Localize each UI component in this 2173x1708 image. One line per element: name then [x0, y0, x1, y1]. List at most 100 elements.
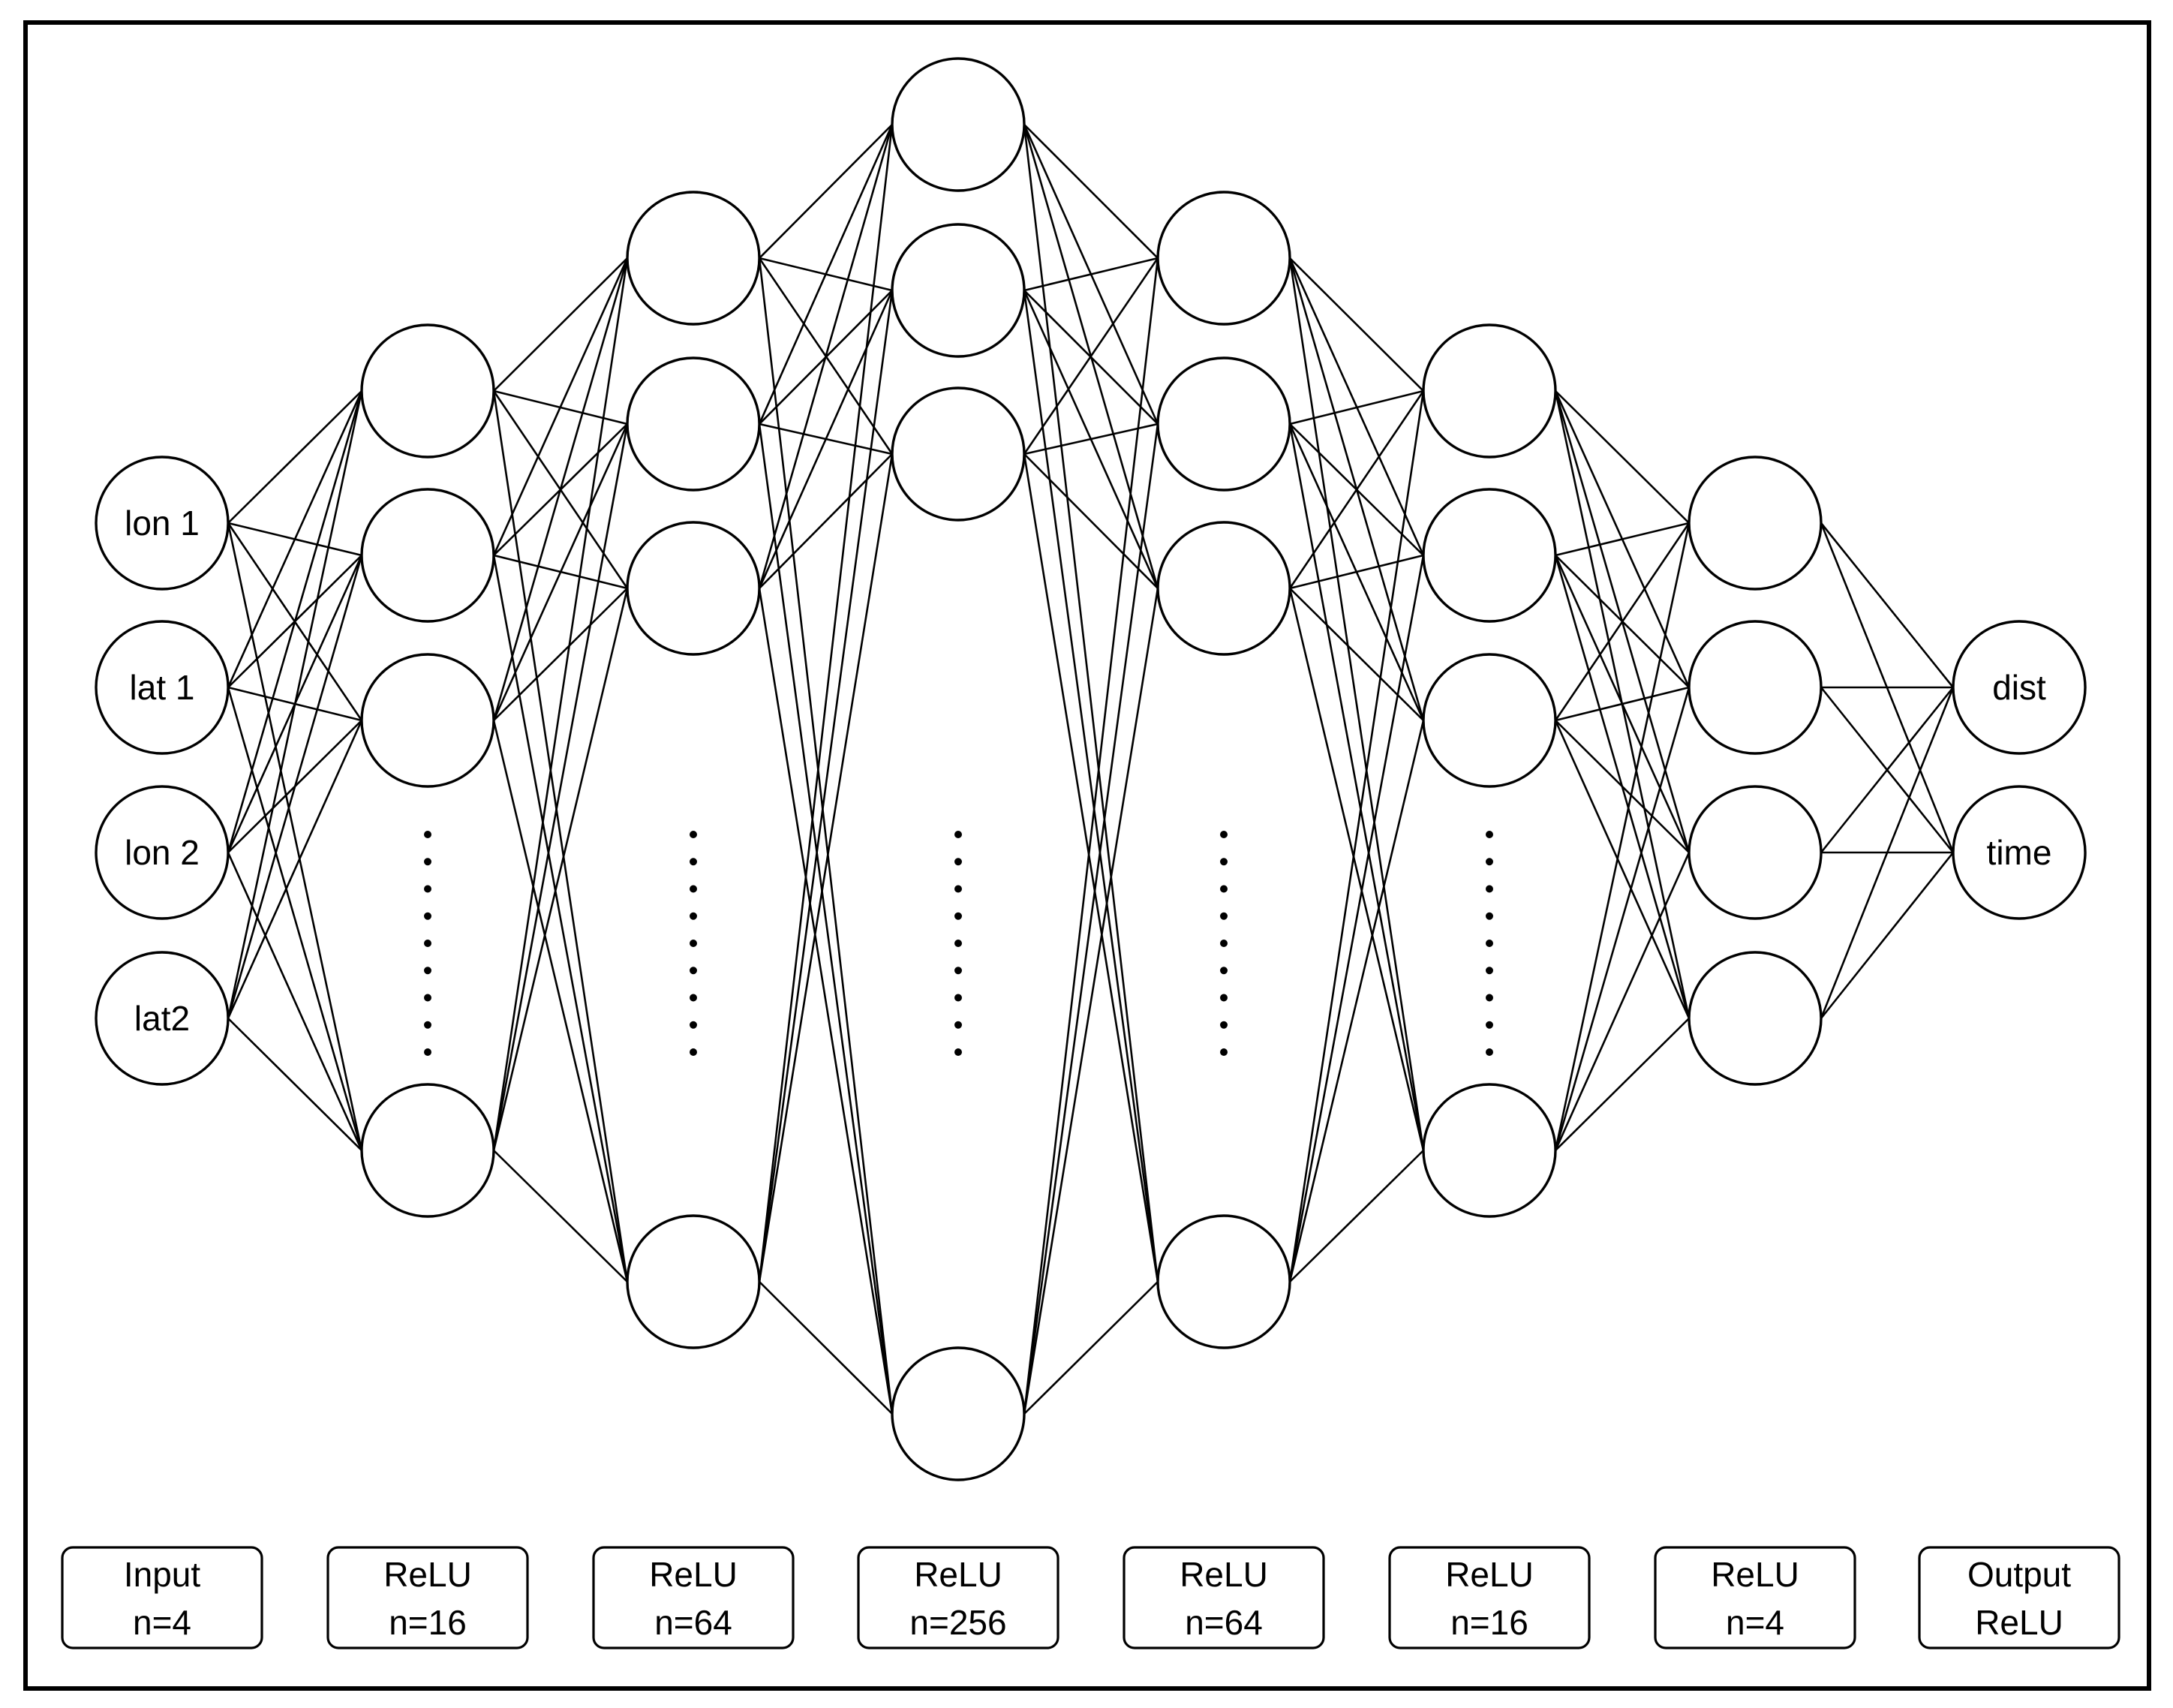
- edge-l5-n2-to-l6-n3: [1554, 720, 1691, 1019]
- layer-labels: Inputn=4ReLUn=16ReLUn=64ReLUn=256ReLUn=6…: [61, 1546, 2120, 1649]
- neuron-circle: [891, 386, 1026, 522]
- edge-l4-n1-to-l5-n3: [1288, 423, 1425, 1151]
- neuron-circle: [95, 456, 230, 591]
- neuron-layer-2-2: [626, 521, 761, 656]
- neuron-layer-5-2: [1422, 653, 1557, 788]
- ellipsis-dot: [954, 885, 962, 893]
- layer-box-outline: [326, 1546, 529, 1649]
- ellipsis-dot: [690, 858, 697, 866]
- neuron-label: lat2: [134, 999, 190, 1038]
- ellipsis-dot: [954, 967, 962, 975]
- edge-l0-n3-to-l1-n2: [227, 720, 363, 1019]
- edge-l2-n1-to-l3-n3: [758, 423, 894, 1415]
- neuron-layer-2-3: [626, 1214, 761, 1349]
- edge-l5-n3-to-l6-n2: [1554, 852, 1691, 1151]
- edge-l3-n0-to-l4-n3: [1023, 124, 1159, 1283]
- edge-l4-n3-to-l5-n2: [1288, 720, 1425, 1283]
- layer-box-outline: [592, 1546, 795, 1649]
- neuron-layer-2-0: [626, 191, 761, 326]
- ellipsis-dot: [1486, 885, 1493, 893]
- edge-l4-n2-to-l5-n0: [1288, 390, 1425, 589]
- ellipsis-layer-1: [424, 831, 431, 1056]
- edge-l3-n1-to-l4-n3: [1023, 290, 1159, 1283]
- neuron-layer-5-1: [1422, 488, 1557, 623]
- ellipsis-dot: [690, 940, 697, 947]
- edge-l3-n3-to-l4-n0: [1023, 257, 1159, 1415]
- ellipsis-dot: [1220, 1021, 1228, 1029]
- layer-size: ReLU: [1975, 1603, 2063, 1642]
- edge-l5-n2-to-l6-n0: [1554, 522, 1691, 721]
- ellipsis-dot: [690, 1021, 697, 1029]
- ellipsis-dot: [690, 831, 697, 838]
- neuron-layer-3-3: [891, 1346, 1026, 1481]
- edge-l0-n1-to-l1-n0: [227, 390, 363, 688]
- layer-size: n=16: [1450, 1603, 1528, 1642]
- neuron-layer-0-0: lon 1: [95, 456, 230, 591]
- ellipsis-dot: [954, 1021, 962, 1029]
- ellipsis-dot: [954, 912, 962, 920]
- neuron-circle: [1422, 488, 1557, 623]
- neuron-layer-4-1: [1156, 356, 1291, 492]
- ellipsis-dot: [954, 994, 962, 1002]
- layer-box-outline: [1918, 1546, 2120, 1649]
- ellipsis-dot: [1220, 858, 1228, 866]
- edge-l5-n2-to-l6-n2: [1555, 720, 1690, 853]
- layer-box-outline: [857, 1546, 1059, 1649]
- ellipsis-dot: [1486, 831, 1493, 838]
- neuron-circle: [1952, 620, 2087, 755]
- edge-l4-n3-to-l5-n1: [1288, 555, 1425, 1283]
- neuron-circle: [891, 223, 1026, 358]
- neuron-circle: [1156, 191, 1291, 326]
- neuron-circle: [360, 1083, 495, 1218]
- connections: [227, 124, 1955, 1415]
- layer-box-outline: [1123, 1546, 1325, 1649]
- ellipsis-dot: [424, 858, 431, 866]
- edge-l0-n2-to-l1-n0: [227, 390, 363, 853]
- neuron-layer-6-1: [1688, 620, 1823, 755]
- neuron-layer-6-2: [1688, 785, 1823, 920]
- layer-size: n=4: [133, 1603, 191, 1642]
- edge-l3-n3-to-l4-n2: [1023, 588, 1159, 1415]
- ellipsis-dot: [1220, 994, 1228, 1002]
- ellipsis-dot: [1486, 940, 1493, 947]
- layer-name: Input: [124, 1555, 201, 1594]
- neuron-label: lat 1: [130, 668, 195, 707]
- edge-l5-n1-to-l6-n0: [1555, 522, 1690, 557]
- layer-name: ReLU: [1445, 1555, 1534, 1594]
- neuron-layer-1-2: [360, 653, 495, 788]
- edge-l0-n3-to-l1-n3: [227, 1018, 362, 1151]
- edge-l6-n3-to-l7-n0: [1820, 687, 1955, 1019]
- neuron-layer-7-0: dist: [1952, 620, 2087, 755]
- edge-l4-n0-to-l5-n0: [1289, 257, 1424, 392]
- layer-size: n=4: [1726, 1603, 1784, 1642]
- diagram-frame: [23, 20, 2151, 1691]
- neuron-label: lon 1: [125, 504, 200, 543]
- ellipsis-dot: [954, 940, 962, 947]
- layer-name: ReLU: [383, 1555, 472, 1594]
- neuron-circle: [891, 57, 1026, 192]
- layer-box-outline: [1388, 1546, 1591, 1649]
- edge-l6-n2-to-l7-n0: [1820, 687, 1955, 853]
- neuron-layer-0-2: lon 2: [95, 785, 230, 920]
- edge-l4-n2-to-l5-n2: [1289, 588, 1424, 721]
- edge-l5-n2-to-l6-n1: [1555, 686, 1690, 722]
- edge-l2-n1-to-l3-n0: [758, 124, 894, 425]
- ellipsis-dot: [690, 994, 697, 1002]
- neuron-circle: [1156, 356, 1291, 492]
- ellipsis-dot: [690, 1048, 697, 1056]
- layer-box-outline: [61, 1546, 263, 1649]
- edge-l3-n2-to-l4-n2: [1023, 453, 1159, 589]
- layer-size: n=64: [1185, 1603, 1263, 1642]
- edge-l4-n3-to-l5-n0: [1288, 390, 1425, 1283]
- neuron-circle: [1422, 323, 1557, 459]
- neuron-circle: [1156, 521, 1291, 656]
- neuron-circle: [95, 785, 230, 920]
- edge-l1-n2-to-l2-n3: [492, 720, 629, 1283]
- ellipsis-dot: [424, 940, 431, 947]
- edge-l2-n2-to-l3-n0: [758, 124, 894, 589]
